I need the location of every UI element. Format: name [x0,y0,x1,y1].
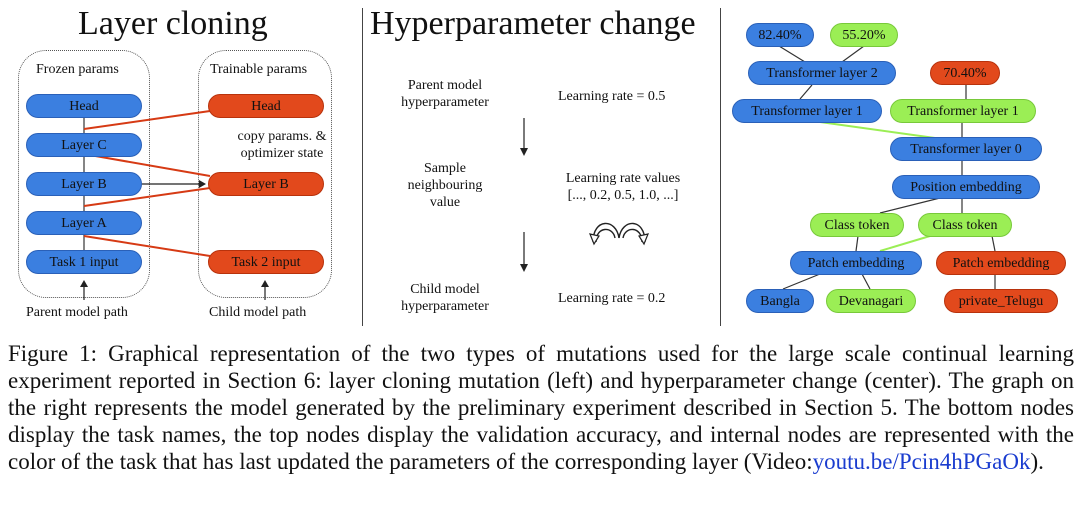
graph-node-transformer-layer-1-blue: Transformer layer 1 [732,99,882,123]
graph-node-accuracy-bangla: 82.40% [746,23,814,47]
separator-left [362,8,363,326]
trainable-node-head: Head [208,94,324,118]
graph-node-task-private-telugu: private_Telugu [944,289,1058,313]
graph-node-position-embedding: Position embedding [892,175,1040,199]
layer-cloning-title: Layer cloning [78,5,268,42]
graph-node-accuracy-telugu: 70.40% [930,61,1000,85]
graph-node-transformer-layer-2: Transformer layer 2 [748,61,896,85]
child-hyperparameter-label: Child model hyperparameter [401,282,489,314]
frozen-params-label: Frozen params [36,62,119,77]
figure-caption: Figure 1: Graphical representation of th… [8,340,1074,475]
child-learning-rate: Learning rate = 0.2 [558,291,666,306]
frozen-node-head: Head [26,94,142,118]
graph-node-transformer-layer-0: Transformer layer 0 [890,137,1042,161]
parent-model-path-label: Parent model path [26,305,128,320]
graph-node-task-bangla: Bangla [746,289,814,313]
trainable-node-layer-b: Layer B [208,172,324,196]
learning-rate-values: Learning rate values [..., 0.2, 0.5, 1.0… [565,171,681,203]
separator-right [720,8,721,326]
hyperparameter-change-title: Hyperparameter change [370,5,696,42]
graph-node-class-token-2: Class token [918,213,1012,237]
graph-node-patch-embedding-blue: Patch embedding [790,251,922,275]
hyperparameter-arrows [520,118,649,272]
frozen-node-layer-a: Layer A [26,211,142,235]
copy-params-note: copy params. & optimizer state [237,129,327,161]
child-model-path-label: Child model path [209,305,307,320]
caption-text: Figure 1: Graphical representation of th… [8,341,1074,474]
trainable-params-label: Trainable params [210,62,308,77]
graph-node-accuracy-devanagari: 55.20% [830,23,898,47]
graph-node-task-devanagari: Devanagari [826,289,916,313]
frozen-node-task1-input: Task 1 input [26,250,142,274]
trainable-node-task2-input: Task 2 input [208,250,324,274]
frozen-node-layer-c: Layer C [26,133,142,157]
graph-node-patch-embedding-orange: Patch embedding [936,251,1066,275]
video-link[interactable]: youtu.be/Pcin4hPGaOk [812,449,1031,474]
graph-node-class-token-1: Class token [810,213,904,237]
model-graph-edges [778,45,996,290]
sample-neighbouring-label: Sample neighbouring value [407,161,483,210]
parent-learning-rate: Learning rate = 0.5 [558,89,666,104]
graph-node-transformer-layer-1-green: Transformer layer 1 [890,99,1036,123]
caption-tail: ). [1030,449,1044,474]
parent-hyperparameter-label: Parent model hyperparameter [401,78,489,110]
layer-cloning-edges [80,105,269,300]
frozen-node-layer-b: Layer B [26,172,142,196]
